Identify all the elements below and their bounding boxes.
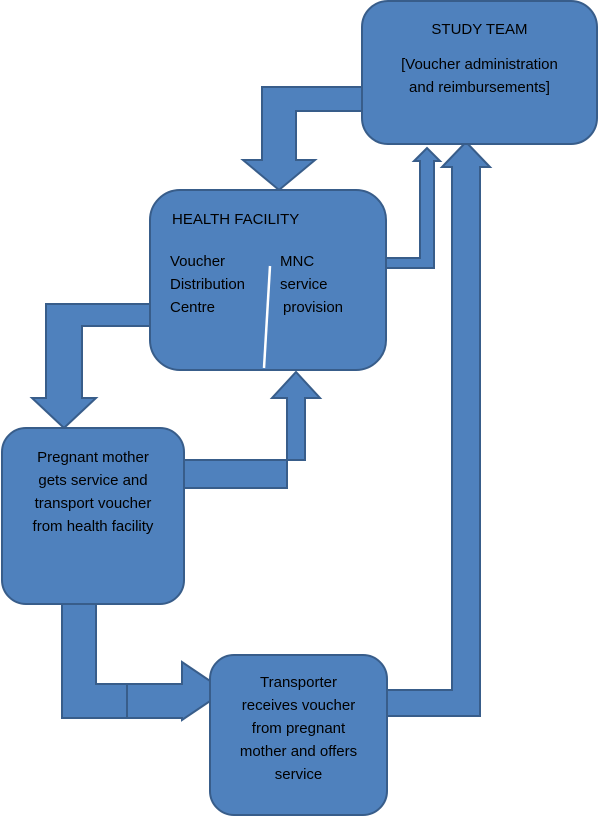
pregnant-mother-text: Pregnant mother gets service and transpo… (4, 446, 182, 538)
pregnant-mother-line-4: from health facility (32, 518, 154, 535)
health-facility-left-line-1: Voucher (170, 253, 226, 270)
pregnant-mother-line-1: Pregnant mother (37, 449, 149, 466)
study-team-line-1: [Voucher administration (401, 56, 558, 73)
health-facility-right-line-1: MNC (280, 253, 315, 270)
transporter-line-3: from pregnant (251, 720, 346, 737)
arrow-health-facility-to-study-team (385, 146, 443, 269)
transporter-line-5: service (274, 766, 323, 783)
transporter-line-2: receives voucher (241, 697, 356, 714)
mnc-service-provision-text: MNC service provision (280, 250, 343, 319)
node-pregnant-mother (1, 427, 185, 605)
transporter-line-1: Transporter (260, 674, 337, 691)
health-facility-title: HEALTH FACILITY (172, 211, 300, 228)
health-facility-right-line-3: provision (283, 299, 344, 316)
arrow-health-facility-to-pregnant-mother (29, 303, 153, 430)
study-team-title: STUDY TEAM (431, 21, 528, 38)
health-facility-left-line-2: Distribution (170, 276, 246, 293)
arrow-pregnant-mother-to-health-facility (183, 370, 323, 489)
node-study-team (361, 0, 598, 145)
study-team-line-2: and reimbursements] (409, 79, 550, 96)
arrow-study-team-to-health-facility (240, 86, 365, 192)
arrow-transporter-to-study-team (385, 140, 493, 717)
health-facility-left-line-3: Centre (170, 299, 216, 316)
arrow-pregnant-mother-to-transporter (61, 603, 227, 722)
pregnant-mother-line-3: transport voucher (34, 495, 152, 512)
study-team-text: STUDY TEAM [Voucher administration and r… (372, 18, 587, 99)
voucher-distribution-centre-text: Voucher Distribution Centre (170, 250, 245, 319)
pregnant-mother-line-2: gets service and (38, 472, 148, 489)
transporter-text: Transporter receives voucher from pregna… (212, 671, 385, 786)
health-facility-right-line-2: service (280, 276, 328, 293)
health-facility-divider (262, 265, 272, 369)
transporter-line-4: mother and offers (239, 743, 358, 760)
node-transporter (209, 654, 388, 816)
